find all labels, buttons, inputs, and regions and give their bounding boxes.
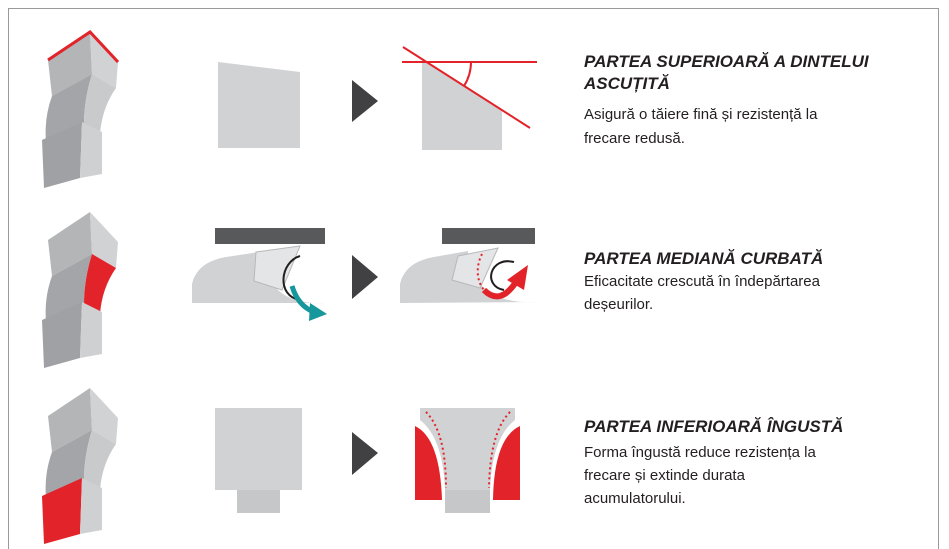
cut-chip — [253, 245, 301, 291]
feature-title-line: PARTEA MEDIANĂ CURBATĂ — [584, 249, 824, 268]
tooth-lower-right-face — [80, 302, 102, 358]
feature-title: PARTEA INFERIOARĂ ÎNGUSTĂ — [584, 416, 934, 438]
tooth-upper-right-face — [90, 32, 118, 88]
feature-title-line: PARTEA INFERIOARĂ ÎNGUSTĂ — [584, 417, 844, 436]
wide-tooth-base — [237, 490, 280, 513]
tooth-upper-right-face — [90, 388, 118, 444]
narrowed-tooth-base — [445, 490, 490, 513]
narrowing-dotted-line-right — [488, 411, 511, 489]
chip-flow-arrowhead-icon — [309, 303, 327, 321]
feature-narrow-bottom: PARTEA INFERIOARĂ ÎNGUSTĂ Forma îngustă … — [584, 416, 934, 510]
tooth-icon-top-highlight — [42, 30, 120, 188]
cut-chip — [451, 247, 499, 289]
narrowing-dotted-line-left — [425, 411, 447, 489]
feature-description-line: deșeurilor. — [584, 296, 654, 313]
feature-title: PARTEA SUPERIOARĂ A DINTELUI ASCUȚITĂ — [584, 51, 934, 95]
tooth-upper-right-face — [90, 212, 118, 268]
removed-material-left — [415, 426, 442, 500]
feature-sharpened-top: PARTEA SUPERIOARĂ A DINTELUI ASCUȚITĂ As… — [584, 51, 934, 151]
removed-material-right — [493, 426, 520, 500]
tooth-lower-left-face — [42, 302, 82, 368]
tooth-middle-right-face — [84, 74, 116, 134]
feature-description: Asigură o tăiere fină și rezistență la f… — [584, 103, 934, 151]
tooth-middle-right-face — [84, 430, 116, 490]
tooth-upper-left-face — [48, 388, 92, 452]
arrow-right-icon — [352, 255, 378, 299]
tooth-icon-bottom-highlight — [42, 388, 118, 544]
tooth-top-edge-highlight — [47, 30, 120, 64]
tooth-icon-middle-highlight — [42, 212, 118, 368]
feature-description-line: acumulatorului. — [584, 490, 686, 507]
feature-curved-middle: PARTEA MEDIANĂ CURBATĂ Eficacitate cresc… — [584, 248, 934, 316]
chip-curl-line — [490, 260, 515, 291]
tooth-lower-left-face — [42, 122, 82, 188]
bevel-angle-arc — [463, 61, 472, 87]
arrow-right-icon — [352, 80, 378, 122]
feature-title-line: ASCUȚITĂ — [584, 74, 670, 93]
chip-removal-arrow — [481, 280, 519, 300]
feature-title: PARTEA MEDIANĂ CURBATĂ — [584, 248, 934, 270]
feature-title-line: PARTEA SUPERIOARĂ A DINTELUI — [584, 52, 869, 71]
arrow-right-icon — [352, 432, 378, 475]
feature-description-line: Forma îngustă reduce rezistența la — [584, 444, 816, 461]
material-bar — [215, 228, 325, 244]
tooth-lower-face-highlight — [42, 478, 82, 544]
feature-description: Forma îngustă reduce rezistența la freca… — [584, 441, 934, 510]
infographic-frame — [8, 8, 939, 549]
tooth-lower-right-face — [80, 478, 102, 534]
feature-description-line: Asigură o tăiere fină și rezistență la — [584, 106, 818, 123]
narrowed-tooth-body — [420, 408, 515, 490]
wide-tooth-body — [215, 408, 302, 490]
tooth-lower-right-face — [80, 122, 102, 178]
tooth-middle-face-highlight — [84, 254, 116, 314]
sharpened-tooth-top-profile — [422, 59, 502, 150]
bevel-angle-line — [402, 46, 531, 129]
blunt-tooth-top-profile — [218, 62, 300, 148]
feature-description-line: frecare redusă. — [584, 130, 685, 147]
tooth-upper-left-face — [48, 212, 92, 276]
tooth-upper-left-face — [48, 32, 92, 96]
chip-curl-line — [282, 255, 301, 301]
chip-removal-arrowhead-icon — [507, 265, 528, 290]
feature-description-line: frecare și extinde durata — [584, 467, 745, 484]
feature-description-line: Eficacitate crescută în îndepărtarea — [584, 273, 820, 290]
feature-description: Eficacitate crescută în îndepărtarea deș… — [584, 270, 934, 316]
material-bar — [442, 228, 535, 244]
